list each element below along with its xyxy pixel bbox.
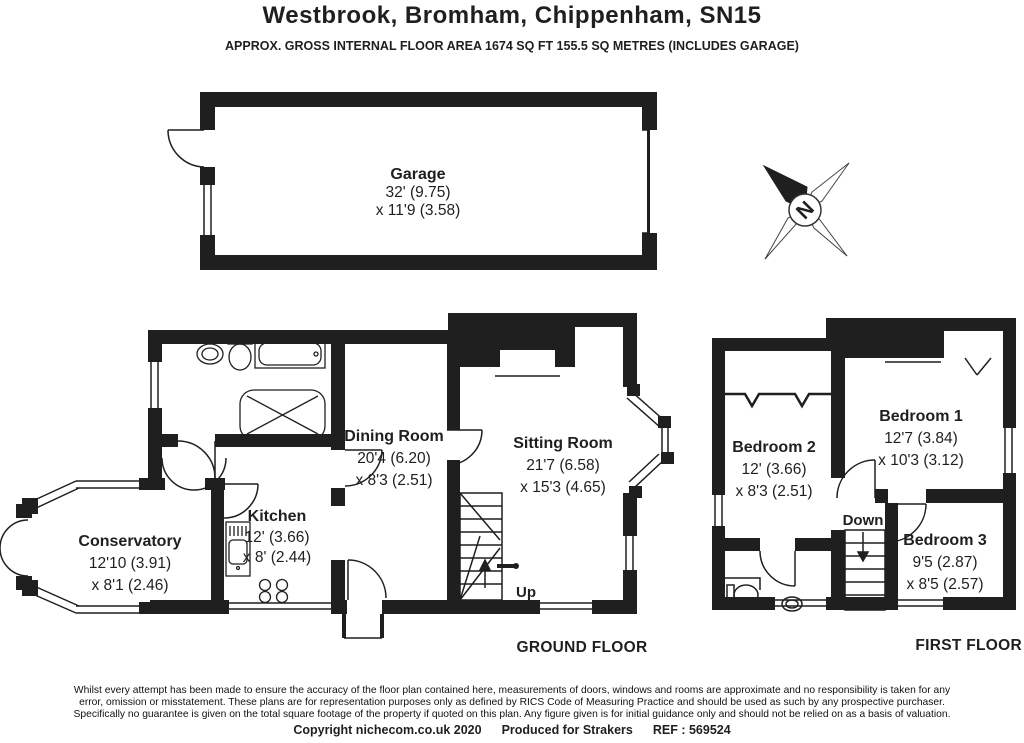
ground-floor-label: GROUND FLOOR [516,639,648,656]
reference-text: REF : 569524 [652,723,731,737]
toilet [228,343,252,371]
sitting-door-arc [446,429,483,466]
bedroom3-door-arc [887,503,927,543]
bedroom1-name: Bedroom 1 [879,408,963,425]
stove-burner [258,578,272,592]
wardrobe [725,392,831,409]
sitting-room-dim1: 21'7 (6.58) [526,457,600,474]
entrance-door-arc [347,559,387,599]
garage-dim1: 32' (9.75) [386,184,451,201]
stairs-up-label: Up [516,584,536,601]
conservatory-window [33,585,80,607]
dining-room-dim1: 20'4 (6.20) [357,450,431,467]
stairs-down-arrow [856,532,870,563]
ground-floor-plan: Conservatory 12'10 (3.91) x 8'1 (2.46) K… [0,313,674,639]
stairs-up-arrow [478,558,492,588]
conservatory-window [27,480,77,504]
conservatory-dim1: 12'10 (3.91) [89,555,171,572]
ground-floor-walls [16,313,674,638]
first-floor-plan: Bedroom 2 12' (3.66) x 8'3 (2.51) Bedroo… [712,318,1016,612]
compass-icon: N [762,162,850,260]
conservatory-dim2: x 8'1 (2.46) [91,577,168,594]
disclaimer-line-2: error, omission or misstatement. These p… [79,697,945,708]
bedroom3-dim2: x 8'5 (2.57) [906,576,983,593]
kitchen-name: Kitchen [248,508,307,525]
disclaimer-line-3: Specifically no guarantee is given on th… [73,709,951,720]
conservatory-window [27,591,77,614]
kitchen-sink [228,539,248,565]
garage-walls [200,92,657,270]
first-floor-walls [712,318,1016,610]
stairs-down [844,529,886,611]
french-door-arc [0,519,29,549]
copyright-text: Copyright nichecom.co.uk 2020 [293,723,482,737]
sitting-room-name: Sitting Room [513,435,613,452]
conservatory-name: Conservatory [78,533,181,550]
sink [781,596,803,612]
bedroom1-door-arc [836,459,876,499]
cupboard-door [976,357,992,376]
bedroom2-dim1: 12' (3.66) [742,461,807,478]
cupboard-door [964,357,978,376]
french-door-arc [0,547,29,577]
kitchen-dim1: 12' (3.66) [245,529,310,546]
bay-window [628,453,660,483]
bathroom-door-arc [759,550,796,587]
bedroom3-dim1: 9'5 (2.87) [913,554,978,571]
bay-window [633,459,665,489]
stove-burner [275,590,289,604]
sink [196,343,224,365]
kitchen-counter [225,521,251,577]
kitchen-door-arc [223,483,259,519]
bay-window [626,397,662,429]
garage-dim2: x 11'9 (3.58) [376,202,461,219]
hall-door-arc [193,457,227,491]
garage-plan: Garage 32' (9.75) x 11'9 (3.58) [167,92,657,270]
sitting-room-dim2: x 15'3 (4.65) [520,479,606,496]
toilet [733,584,759,606]
dining-room-dim2: x 8'3 (2.51) [355,472,432,489]
garage-door-arc [167,129,205,168]
disclaimer-line-1: Whilst every attempt has been made to en… [73,685,951,696]
page-title: Westbrook, Bromham, Chippenham, SN15 [262,2,762,29]
shower [239,389,326,441]
conservatory-window [33,487,80,510]
stairs-down-label: Down [843,512,884,529]
bath [254,339,326,369]
garage-name: Garage [390,166,445,183]
stove-burner [258,590,272,604]
fireplace [500,350,555,372]
stairs-up [459,492,503,601]
bedroom1-dim2: x 10'3 (3.12) [878,452,964,469]
copyright-line: Copyright nichecom.co.uk 2020 Produced f… [0,723,1024,737]
page-subtitle: APPROX. GROSS INTERNAL FLOOR AREA 1674 S… [225,39,799,53]
kitchen-dim2: x 8' (2.44) [243,549,311,566]
produced-for-text: Produced for Strakers [501,723,633,737]
bedroom1-dim1: 12'7 (3.84) [884,430,958,447]
dining-door-arc [344,449,383,487]
bedroom3-name: Bedroom 3 [903,532,987,549]
stove-burner [275,578,289,592]
hall-door-arc [161,457,195,491]
bay-window [631,391,667,423]
bedroom2-dim2: x 8'3 (2.51) [735,483,812,500]
dining-room-name: Dining Room [344,428,444,445]
bathroom-door-arc [177,440,216,479]
first-floor-label: FIRST FLOOR [915,637,1022,654]
bedroom2-name: Bedroom 2 [732,439,816,456]
